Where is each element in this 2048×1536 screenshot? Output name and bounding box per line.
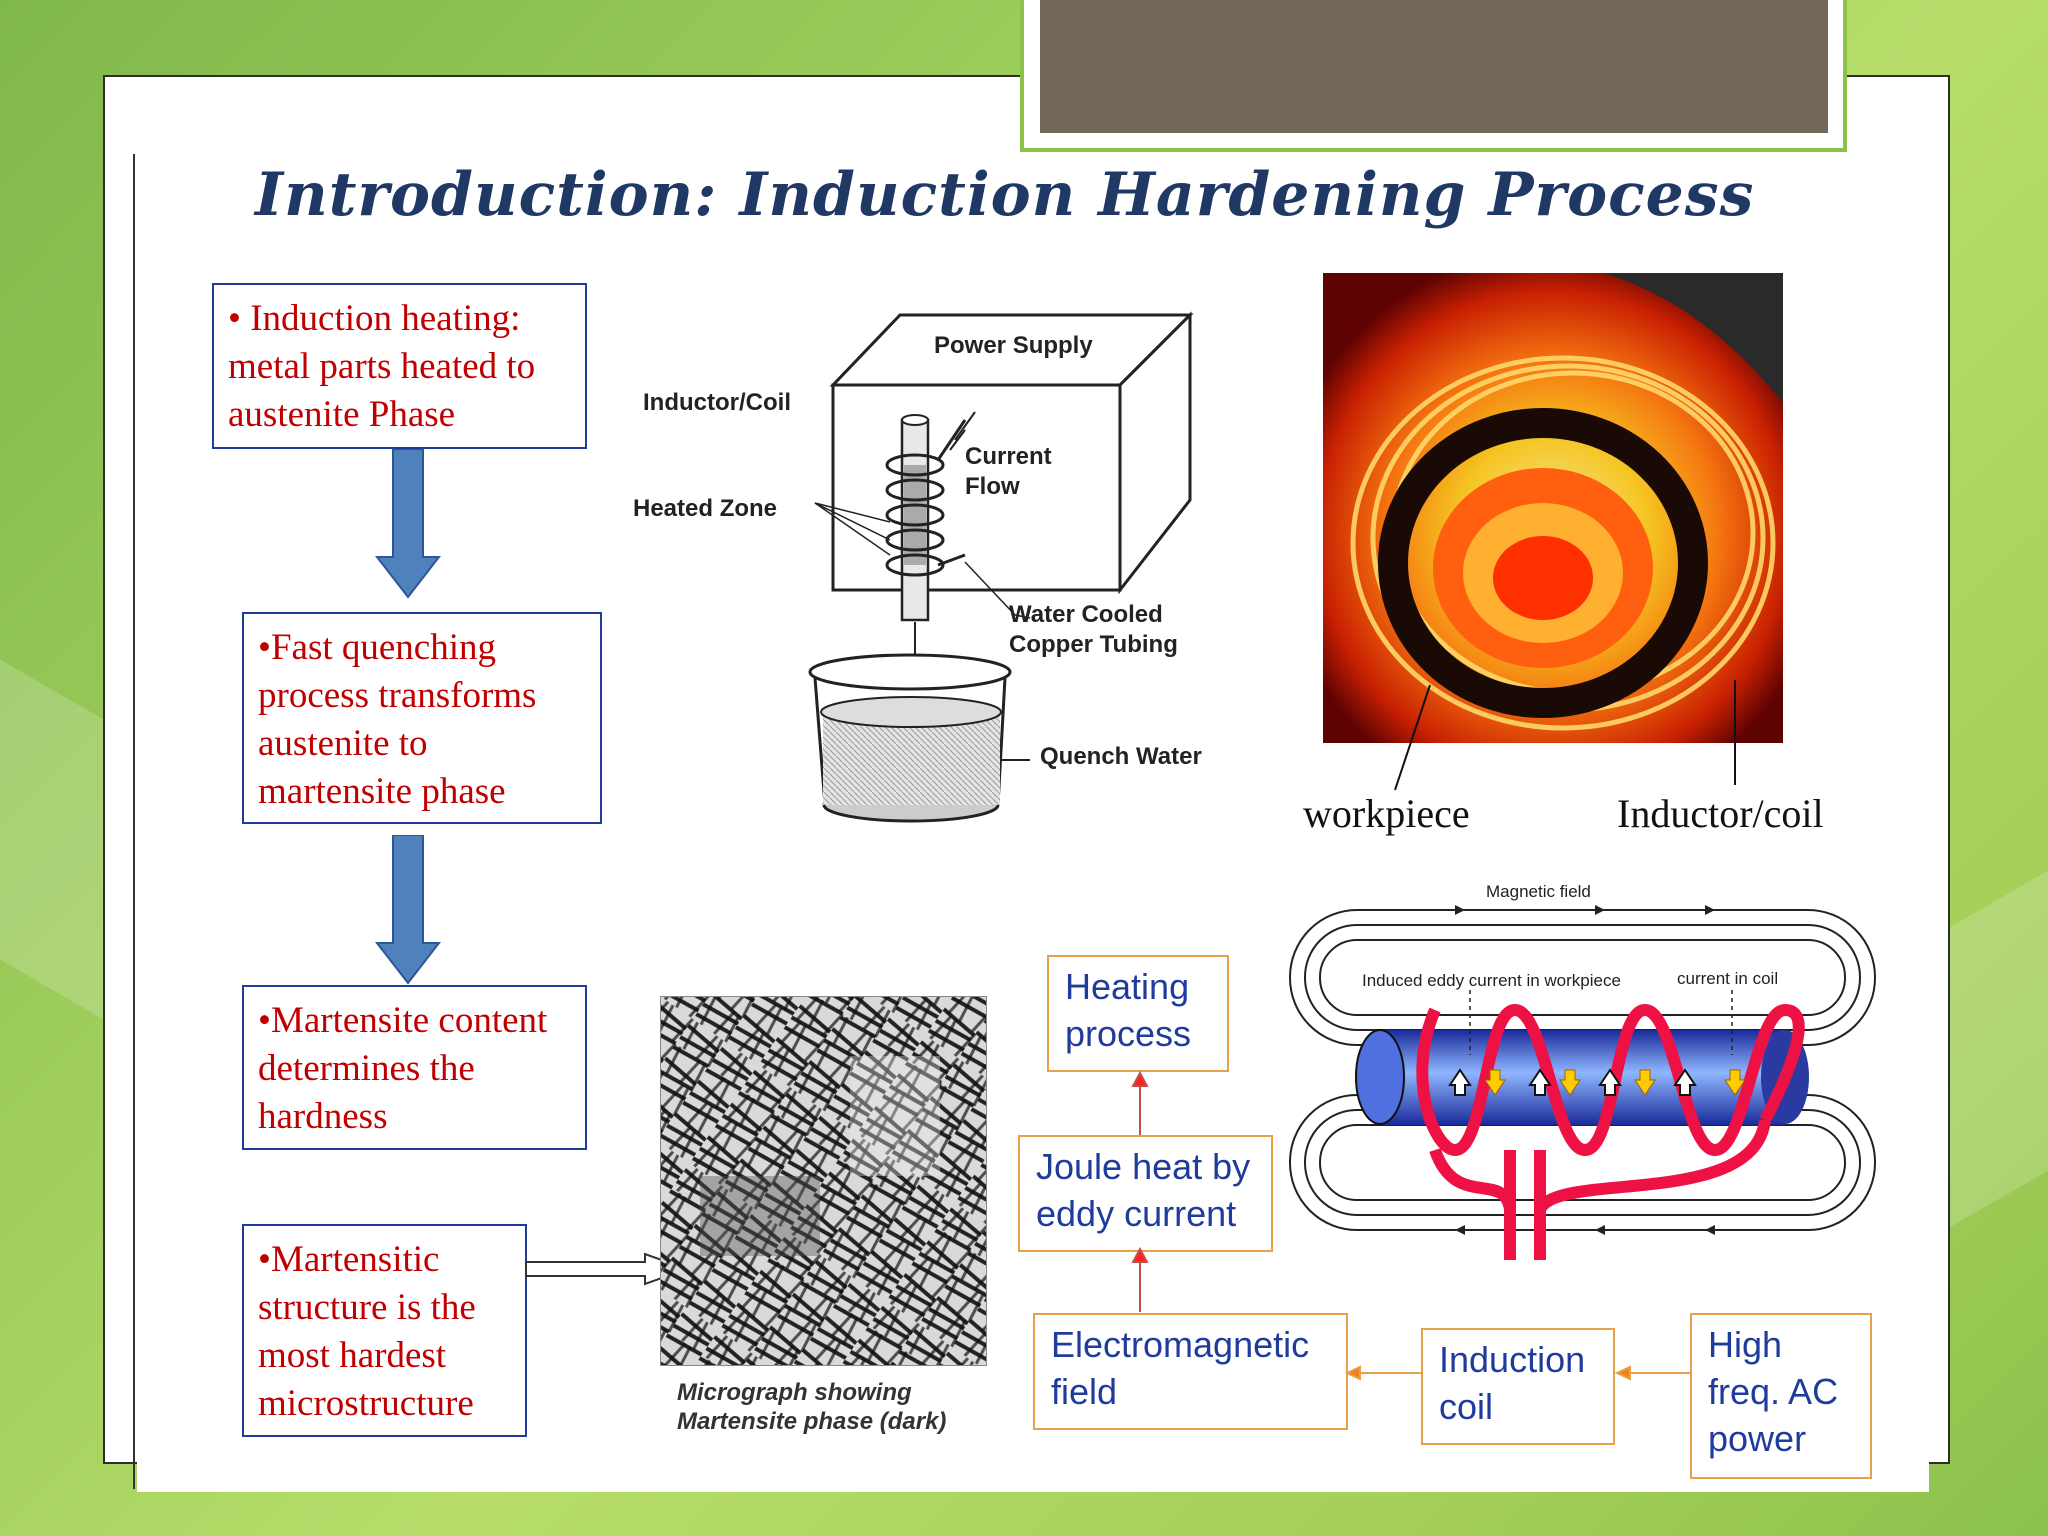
background-facet bbox=[1946, 870, 2048, 1230]
ac-power-box: High freq. AC power bbox=[1690, 1313, 1872, 1479]
eddy-current-label: Induced eddy current in workpiece bbox=[1362, 971, 1621, 990]
photo-leader-lines bbox=[1394, 680, 1736, 791]
down-arrow-icon bbox=[375, 835, 441, 985]
micrograph-image bbox=[660, 996, 987, 1366]
flow-text: High freq. AC power bbox=[1708, 1324, 1839, 1459]
down-arrow-icon bbox=[375, 449, 441, 599]
coil-current-label: current in coil bbox=[1677, 969, 1779, 988]
slide-bottom-strip bbox=[137, 1460, 1929, 1492]
micrograph-caption: Micrograph showing Martensite phase (dar… bbox=[677, 1378, 946, 1436]
workpiece-label: workpiece bbox=[1303, 791, 1470, 836]
flow-text: Joule heat by eddy current bbox=[1036, 1146, 1251, 1234]
magnetic-field-diagram bbox=[1289, 905, 1876, 1260]
flow-text: Induction coil bbox=[1439, 1339, 1586, 1427]
step-text: •Martensitic structure is the most harde… bbox=[258, 1239, 476, 1424]
electromagnetic-field-box: Electromagnetic field bbox=[1033, 1313, 1348, 1430]
magnetic-field-label: Magnetic field bbox=[1486, 882, 1591, 901]
flow-text: Heating process bbox=[1065, 966, 1192, 1054]
apparatus-diagram bbox=[808, 311, 1194, 823]
joule-heat-box: Joule heat by eddy current bbox=[1018, 1135, 1273, 1252]
slide-top-tab-fill bbox=[1040, 0, 1828, 133]
slide-title: Introduction: Induction Hardening Proces… bbox=[255, 160, 1755, 230]
caption-line: Martensite phase (dark) bbox=[677, 1408, 947, 1435]
caption-line: Micrograph showing bbox=[677, 1379, 912, 1406]
step-martensite-content: •Martensite content determines the hardn… bbox=[242, 985, 587, 1150]
step-induction-heating: • Induction heating: metal parts heated … bbox=[212, 283, 587, 449]
heated-zone-label: Heated Zone bbox=[633, 495, 778, 522]
inductor-photo-label: Inductor/coil bbox=[1617, 791, 1824, 836]
current-flow-label: Current Flow bbox=[965, 443, 1052, 500]
inductor-coil-label: Inductor/Coil bbox=[643, 389, 791, 416]
slide-left-rule bbox=[133, 154, 135, 1489]
flow-arrows bbox=[1131, 1070, 1690, 1381]
step-text: • Induction heating: metal parts heated … bbox=[228, 298, 536, 435]
induction-photo bbox=[1323, 273, 1783, 743]
quench-water-label: Quench Water bbox=[1040, 743, 1202, 770]
water-cooled-label: Water Cooled Copper Tubing bbox=[1009, 601, 1178, 658]
step-fast-quenching: •Fast quenching process transforms auste… bbox=[242, 612, 602, 824]
step-martensitic-structure: •Martensitic structure is the most harde… bbox=[242, 1224, 527, 1437]
step-text: •Martensite content determines the hardn… bbox=[258, 1000, 548, 1137]
induction-coil-box: Induction coil bbox=[1421, 1328, 1615, 1445]
flow-text: Electromagnetic field bbox=[1051, 1324, 1310, 1412]
heating-process-box: Heating process bbox=[1047, 955, 1229, 1072]
power-supply-label: Power Supply bbox=[934, 332, 1093, 359]
step-text: •Fast quenching process transforms auste… bbox=[258, 627, 537, 812]
